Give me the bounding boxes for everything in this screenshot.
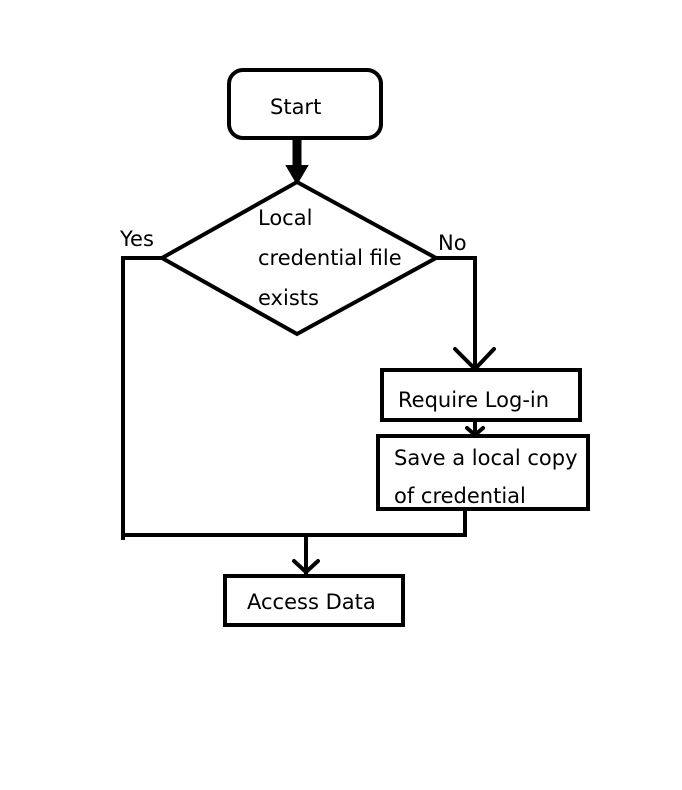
arrow-login-to-save (465, 418, 485, 437)
no-branch-line (434, 256, 477, 371)
save-copy-shape (376, 434, 590, 511)
save-copy-label-line-2: of credential (394, 484, 526, 508)
access-data-shape (223, 574, 405, 627)
arrow-merge-to-access-head (292, 559, 320, 574)
arrow-start-to-decision-head (285, 165, 309, 185)
merge-line (121, 507, 467, 537)
merge-connector (121, 507, 467, 574)
decision-node-shape (157, 179, 441, 337)
decision-node: Local credential file exists (157, 179, 441, 337)
require-login-label: Require Log-in (398, 388, 549, 412)
access-data-label: Access Data (247, 590, 376, 614)
access-data-node: Access Data (223, 574, 405, 627)
yes-branch: Yes (119, 227, 164, 540)
require-login-shape (380, 368, 582, 422)
yes-branch-line (121, 256, 164, 540)
start-node-label: Start (270, 95, 321, 119)
start-node-shape (227, 68, 383, 140)
decision-label-line-3: exists (258, 286, 319, 310)
yes-label: Yes (119, 227, 154, 251)
require-login-node: Require Log-in (380, 368, 582, 422)
arrow-start-to-decision (285, 140, 309, 185)
start-node: Start (227, 68, 383, 140)
save-copy-node: Save a local copy of credential (376, 434, 590, 511)
no-branch: No (434, 231, 496, 371)
no-label: No (438, 231, 467, 255)
decision-label-line-1: Local (258, 206, 312, 230)
save-copy-label-line-1: Save a local copy (394, 446, 578, 470)
decision-label-line-2: credential file (258, 246, 402, 270)
